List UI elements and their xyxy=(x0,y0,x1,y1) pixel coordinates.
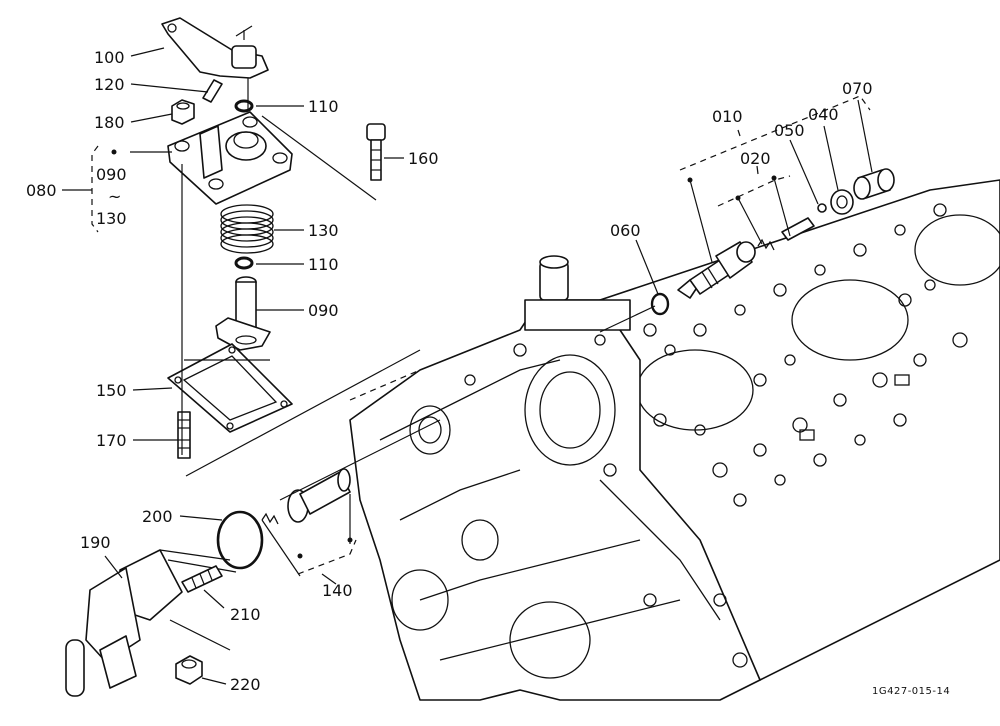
label-050: 050 xyxy=(774,121,805,140)
figure-reference-code: 1G427-015-14 xyxy=(872,686,950,697)
part-170-stud xyxy=(177,411,191,459)
part-180-nut xyxy=(171,99,195,125)
part-070-cap xyxy=(853,168,895,200)
label-130-range-end: 130 xyxy=(96,209,127,228)
label-090: 090 xyxy=(308,301,339,320)
part-060-washer xyxy=(650,292,670,316)
gasket-bores xyxy=(636,203,1000,507)
part-110-oring-upper xyxy=(234,99,254,113)
part-140-shaft xyxy=(261,468,351,525)
part-210-stud xyxy=(181,565,223,593)
label-range-tilde: ~ xyxy=(108,187,121,206)
label-190: 190 xyxy=(80,533,111,552)
label-060: 060 xyxy=(610,221,641,240)
label-110-upper: 110 xyxy=(308,97,339,116)
label-070: 070 xyxy=(842,79,873,98)
part-050-ring xyxy=(817,203,827,213)
label-090-range-start: 090 xyxy=(96,165,127,184)
label-150: 150 xyxy=(96,381,127,400)
bracket-020 xyxy=(717,175,791,207)
label-220: 220 xyxy=(230,675,261,694)
label-100: 100 xyxy=(94,48,125,67)
part-labels: 100 120 180 110 160 080 090 ~ 130 130 11… xyxy=(26,48,873,694)
part-010-connector xyxy=(677,241,756,299)
label-170: 170 xyxy=(96,431,127,450)
label-210: 210 xyxy=(230,605,261,624)
part-100-lever xyxy=(161,17,269,79)
engine-block xyxy=(349,179,1000,701)
bracket-140 xyxy=(297,539,357,575)
label-200: 200 xyxy=(142,507,173,526)
leader-lines xyxy=(62,47,873,685)
part-120-pin xyxy=(202,79,223,103)
label-130: 130 xyxy=(308,221,339,240)
part-150-gasket xyxy=(167,343,293,433)
label-140: 140 xyxy=(322,581,353,600)
label-120: 120 xyxy=(94,75,125,94)
label-010: 010 xyxy=(712,107,743,126)
part-080-housing xyxy=(167,111,293,205)
label-020: 020 xyxy=(740,149,771,168)
label-110-lower: 110 xyxy=(308,255,339,274)
label-040: 040 xyxy=(808,105,839,124)
part-110-oring-lower xyxy=(234,256,254,270)
part-160-bolt xyxy=(366,123,386,181)
part-200-oring xyxy=(216,510,264,570)
part-040-bush xyxy=(830,189,854,215)
bracket-080 xyxy=(91,145,99,233)
part-190-solenoid xyxy=(65,549,237,697)
label-160: 160 xyxy=(408,149,439,168)
label-180: 180 xyxy=(94,113,125,132)
label-080: 080 xyxy=(26,181,57,200)
part-220-nut xyxy=(175,655,203,685)
part-130-spring xyxy=(220,204,274,254)
part-090-shaft xyxy=(215,276,271,351)
